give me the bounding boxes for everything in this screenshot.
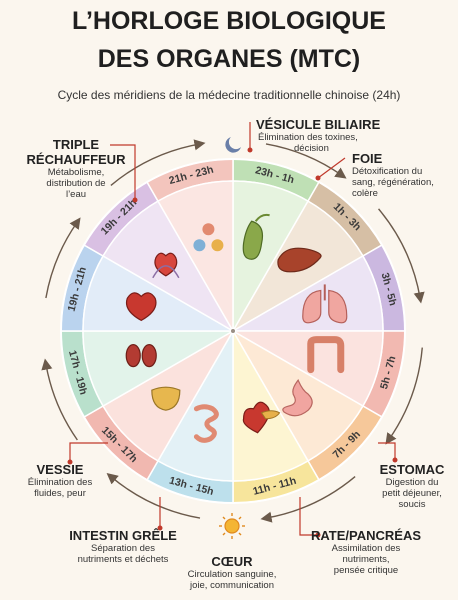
- wedge-triple-rechauffeur: [156, 180, 234, 334]
- cycle-arrow-4: [260, 476, 356, 523]
- label-foie-desc-1: Détoxification du: [352, 166, 423, 177]
- connector-dot-7: [132, 197, 138, 203]
- label-intestin-desc-2: nutriments et déchets: [77, 554, 169, 565]
- label-estomac: ESTOMAC Digestion du petit déjeuner, sou…: [368, 462, 456, 510]
- lungs-icon: [302, 284, 348, 324]
- triple-heater-icon: [193, 223, 224, 252]
- label-vesicule-desc-2: décision: [294, 143, 329, 154]
- label-vessie-desc-1: Élimination des fluides, peur: [27, 477, 93, 499]
- label-vessie-title: VESSIE: [36, 462, 84, 477]
- label-vesicule-desc-1: Élimination des toxines,: [258, 132, 358, 143]
- label-rate-desc-3: pensée critique: [333, 565, 399, 576]
- connector-dot-5: [157, 525, 163, 531]
- label-foie-desc-2: sang, régénération,: [352, 177, 434, 188]
- label-rate-pancreas: RATE/PANCRÉAS Assimilation des nutriment…: [310, 528, 422, 576]
- stomach-icon: [282, 378, 313, 417]
- label-triple-desc-1: Métabolisme,: [47, 167, 105, 178]
- label-triple-desc-2: distribution de: [46, 178, 106, 189]
- wheel-center: [231, 329, 235, 333]
- connector-line-6: [69, 442, 108, 462]
- segments-layer: [60, 158, 406, 504]
- label-triple-rechauffeur: TRIPLE RÉCHAUFFEUR Métabolisme, distribu…: [26, 137, 126, 200]
- connector-dot-2: [315, 175, 321, 181]
- cycle-arrow-1: [265, 143, 347, 179]
- pericardium-icon: [152, 252, 180, 279]
- label-triple-title-1: TRIPLE: [52, 137, 100, 152]
- connector-line-2: [317, 157, 346, 179]
- sun-icon: [219, 513, 245, 539]
- label-foie-title: FOIE: [352, 151, 383, 166]
- page-title-line-2: DES ORGANES (MTC): [97, 45, 361, 73]
- moon-icon: [225, 137, 241, 153]
- organ-icons-layer: [125, 213, 348, 443]
- cycle-arrow-3: [385, 347, 423, 445]
- label-vessie: VESSIE Élimination des fluides, peur: [4, 462, 116, 499]
- label-estomac-title: ESTOMAC: [379, 462, 445, 477]
- label-triple-title-2: RÉCHAUFFEUR: [26, 152, 126, 167]
- connector-line-3: [378, 442, 396, 460]
- label-coeur-desc-1: Circulation sanguine,: [187, 569, 277, 580]
- cycle-arrow-2: [378, 208, 425, 304]
- label-intestin-desc-1: Séparation des: [91, 543, 155, 554]
- label-vesicule-title: VÉSICULE BILIAIRE: [256, 117, 381, 132]
- large-intestine-icon: [307, 336, 345, 374]
- connectors-layer: [67, 122, 398, 538]
- label-coeur-title: CŒUR: [211, 554, 253, 569]
- page-subtitle: Cycle des méridiens de la médecine tradi…: [57, 88, 401, 102]
- connector-dot-6: [67, 459, 73, 465]
- label-rate-desc-1: Assimilation des: [331, 543, 401, 554]
- cycle-arrow-5: [106, 472, 201, 519]
- connector-dot-1: [247, 147, 253, 153]
- connector-dot-4: [315, 532, 321, 538]
- bladder-icon: [151, 386, 181, 411]
- label-foie-desc-3: colère: [352, 188, 378, 199]
- heart-icon: [125, 292, 157, 322]
- kidneys-icon: [125, 343, 157, 368]
- connector-line-7: [110, 144, 136, 200]
- label-rate-title: RATE/PANCRÉAS: [310, 528, 422, 543]
- cycle-arrow-6: [41, 358, 78, 441]
- label-rate-desc-2: nutriments,: [342, 554, 390, 565]
- connector-line-4: [299, 497, 318, 536]
- label-triple-desc-3: l’eau: [65, 189, 87, 200]
- label-estomac-desc-3: soucis: [398, 499, 426, 510]
- small-intestine-icon: [193, 404, 219, 443]
- liver-icon: [277, 247, 322, 273]
- connector-dot-3: [392, 457, 398, 463]
- cycle-arrow-7: [45, 217, 81, 299]
- label-coeur: CŒUR Circulation sanguine, joie, communi…: [166, 554, 298, 591]
- gallbladder-icon: [242, 213, 270, 260]
- label-vesicule-biliaire: VÉSICULE BILIAIRE Élimination des toxine…: [256, 117, 396, 154]
- page-title-line-1: L’HORLOGE BIOLOGIQUE: [72, 7, 386, 35]
- wheel-outline: [60, 158, 406, 504]
- heart-pancreas-icon: [242, 401, 281, 434]
- cycle-arrow-8: [110, 139, 206, 186]
- label-foie: FOIE Détoxification du sang, régénératio…: [352, 151, 452, 199]
- label-intestin-grele: INTESTIN GRÊLE Séparation des nutriments…: [60, 528, 186, 565]
- label-estomac-desc-1: Digestion du: [385, 477, 439, 488]
- cycle-arrows-layer: [41, 139, 425, 523]
- label-estomac-desc-2: petit déjeuner,: [382, 488, 442, 499]
- label-coeur-desc-2: joie, communication: [190, 580, 274, 591]
- label-intestin-title: INTESTIN GRÊLE: [69, 528, 177, 543]
